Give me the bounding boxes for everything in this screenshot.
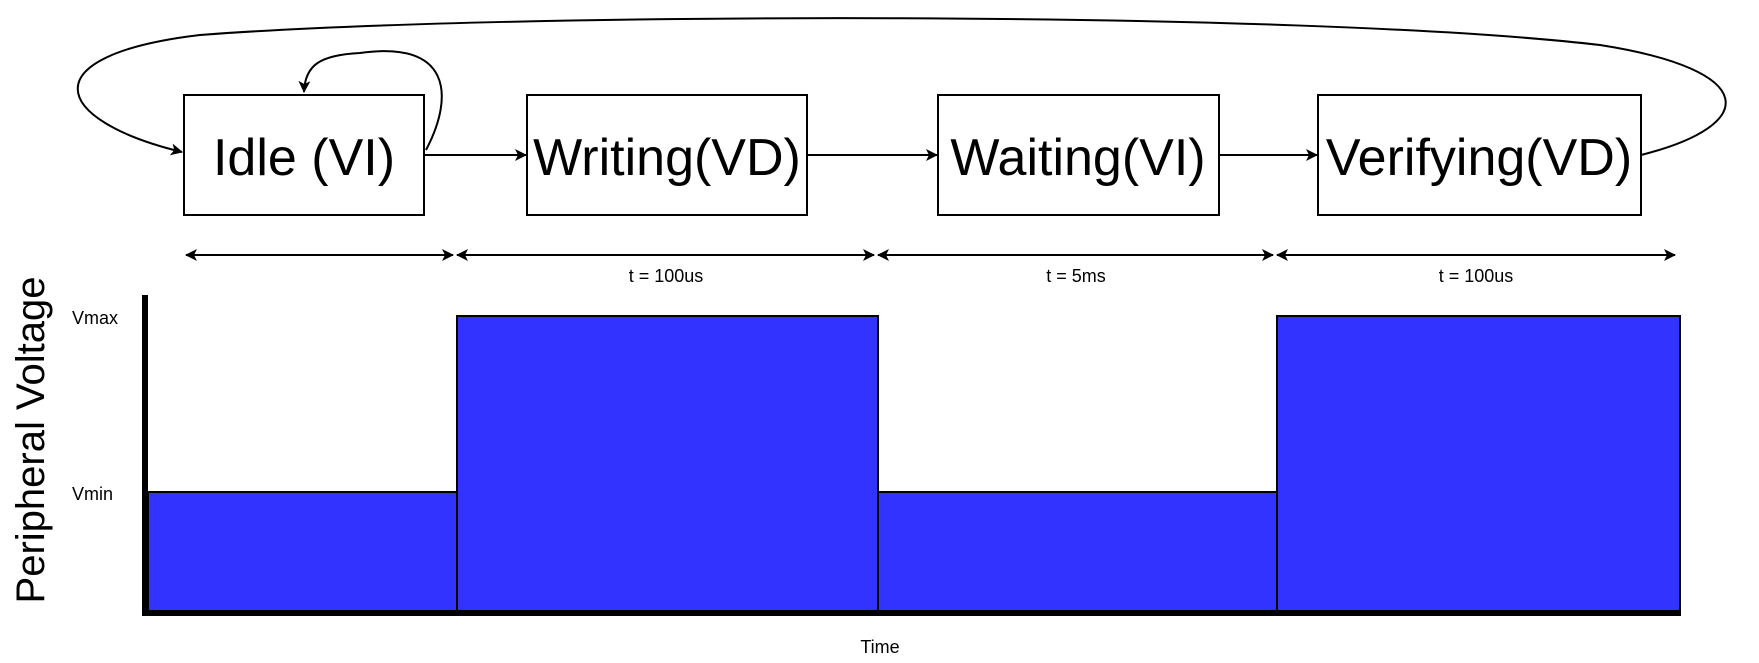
- state-verifying-label: Verifying(VD): [1326, 129, 1632, 187]
- transition-idle-self-loop: [298, 50, 443, 151]
- state-waiting[interactable]: Waiting(VI): [937, 94, 1220, 216]
- state-idle[interactable]: Idle (VI): [183, 94, 425, 216]
- y-tick-vmin: Vmin: [72, 484, 113, 504]
- state-verifying[interactable]: Verifying(VD): [1317, 94, 1642, 216]
- state-idle-label: Idle (VI): [213, 129, 395, 187]
- state-waiting-label: Waiting(VI): [950, 129, 1205, 187]
- duration-verifying-label: t = 100us: [1439, 266, 1514, 286]
- duration-waiting-label: t = 5ms: [1046, 266, 1106, 286]
- duration-writing: t = 100us: [456, 249, 875, 286]
- duration-writing-label: t = 100us: [629, 266, 704, 286]
- state-writing-label: Writing(VD): [533, 129, 801, 187]
- x-axis-title: Time: [860, 637, 899, 657]
- y-tick-vmax: Vmax: [72, 308, 118, 328]
- duration-verifying: t = 100us: [1276, 249, 1676, 286]
- voltage-bar-idle: [147, 491, 458, 613]
- duration-waiting: t = 5ms: [877, 249, 1274, 286]
- voltage-bar-waiting: [877, 491, 1278, 613]
- voltage-bar-verifying: [1276, 315, 1681, 613]
- y-axis-title: Peripheral Voltage: [9, 277, 53, 604]
- transition-verifying-to-idle: [76, 17, 1727, 156]
- voltage-bar-writing: [456, 315, 879, 613]
- state-writing[interactable]: Writing(VD): [526, 94, 808, 216]
